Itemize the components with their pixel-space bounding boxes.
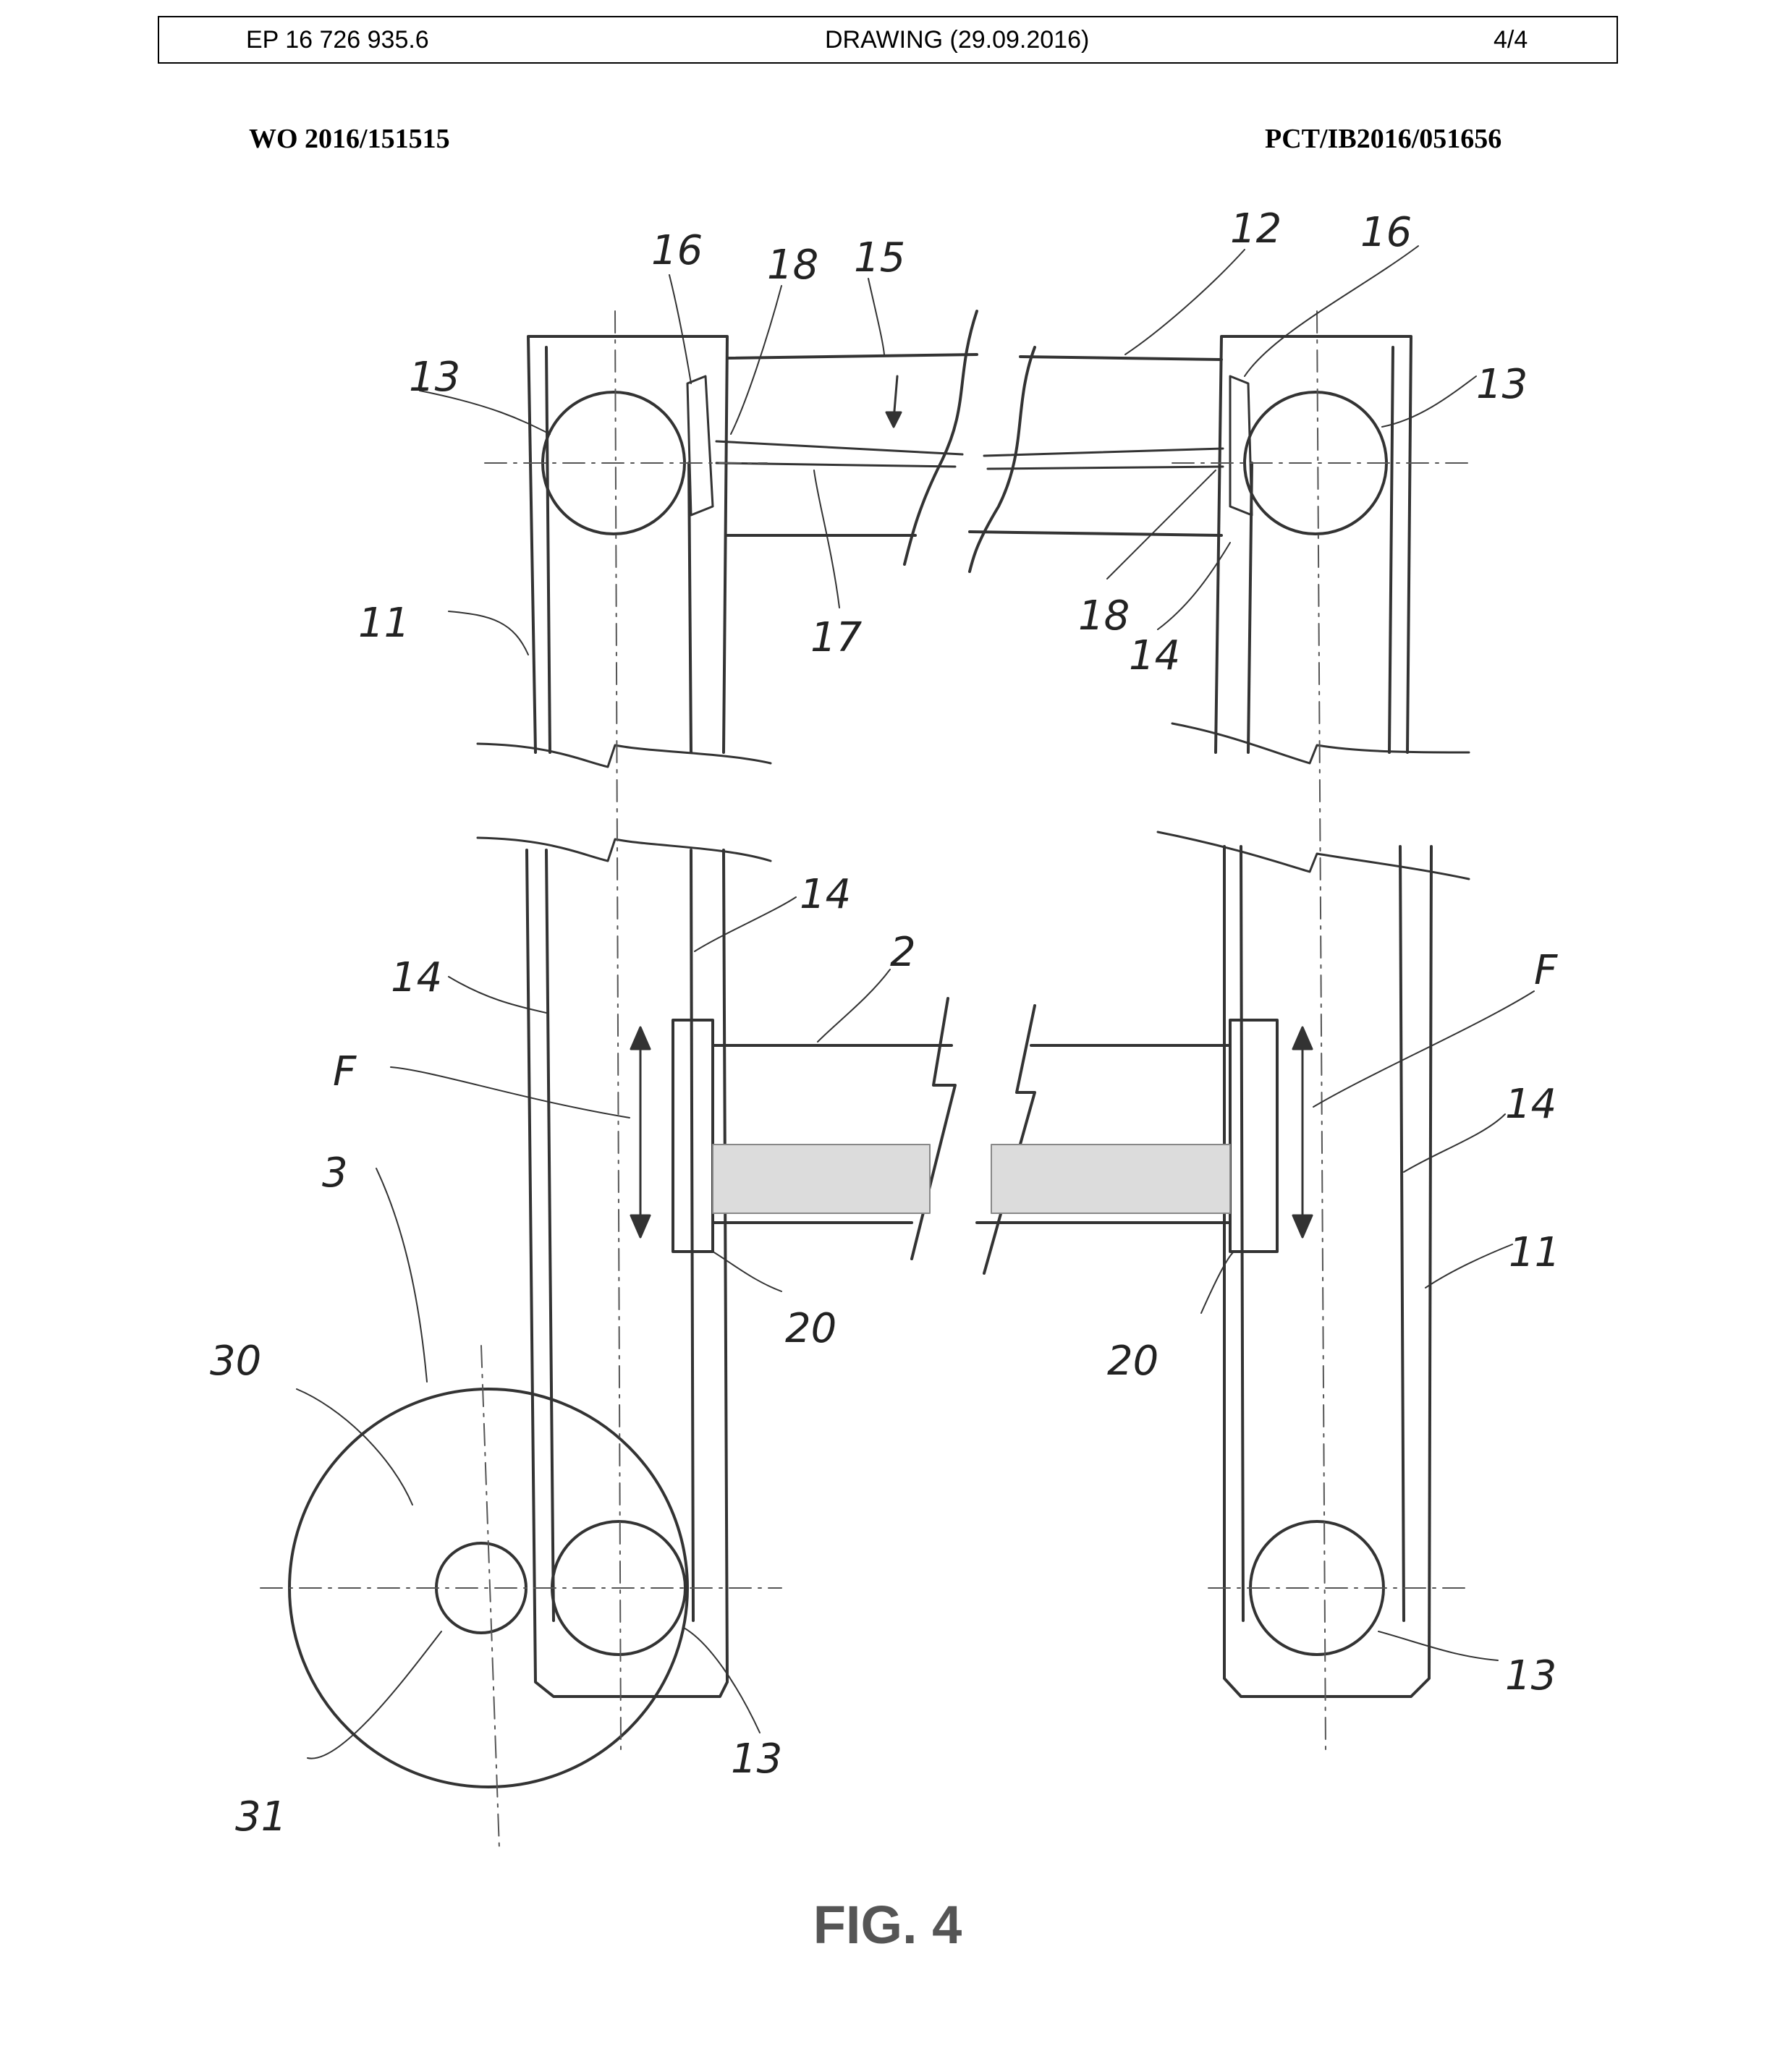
- label-30: 30: [210, 1338, 261, 1385]
- label-14-left-inner: 14: [800, 871, 851, 918]
- motion-arrows-F: [630, 375, 1313, 1239]
- application-number: EP 16 726 935.6: [246, 26, 429, 54]
- right-column-upper: [1214, 335, 1412, 754]
- break-lines: [476, 722, 1470, 880]
- label-2: 2: [890, 929, 916, 976]
- reference-labels: 16 18 15 12 16 13 13 11 17 18 14 14 14 2…: [210, 205, 1560, 1840]
- label-18-top: 18: [767, 242, 818, 289]
- label-13-bottom-left: 13: [731, 1736, 782, 1783]
- label-14-right: 14: [1505, 1081, 1556, 1128]
- shaft-17: [715, 440, 1224, 470]
- left-column-upper: [527, 335, 729, 754]
- label-11-right: 11: [1509, 1229, 1560, 1276]
- label-13-top-right: 13: [1476, 361, 1528, 408]
- label-F-right: F: [1534, 947, 1558, 994]
- label-11-left: 11: [358, 600, 410, 647]
- label-14-left-outer: 14: [391, 954, 442, 1001]
- label-12: 12: [1230, 205, 1282, 252]
- label-20-left: 20: [785, 1305, 836, 1352]
- left-column-lower: [525, 849, 729, 1698]
- page-number: 4/4: [1494, 26, 1528, 54]
- label-16-right: 16: [1360, 209, 1412, 256]
- sheet-header: EP 16 726 935.6 DRAWING (29.09.2016) 4/4: [158, 16, 1618, 64]
- pct-number: PCT/IB2016/051656: [1265, 124, 1502, 154]
- wo-number: WO 2016/151515: [249, 124, 450, 154]
- drawing-title: DRAWING (29.09.2016): [825, 26, 1090, 54]
- label-13-top-left: 13: [409, 354, 460, 401]
- top-cross-bar: [726, 310, 1223, 573]
- label-20-right: 20: [1107, 1338, 1158, 1385]
- label-14-upper-right: 14: [1129, 632, 1180, 679]
- label-18-bottom: 18: [1078, 593, 1130, 640]
- bevel-gears-16: [686, 375, 1253, 517]
- leader-lines: [296, 245, 1535, 1759]
- glass-pane: [712, 1144, 1231, 1214]
- label-15: 15: [854, 234, 905, 281]
- label-17: 17: [810, 614, 863, 661]
- label-13-bottom-right: 13: [1505, 1652, 1556, 1699]
- center-lines: [260, 310, 1470, 1849]
- label-16-left: 16: [651, 227, 703, 274]
- label-31: 31: [235, 1793, 287, 1840]
- carriage-2: [672, 997, 1279, 1275]
- right-column-lower: [1223, 845, 1433, 1698]
- figure-caption: FIG. 4: [813, 1895, 962, 1955]
- label-3: 3: [322, 1150, 348, 1197]
- label-F-left: F: [333, 1048, 357, 1095]
